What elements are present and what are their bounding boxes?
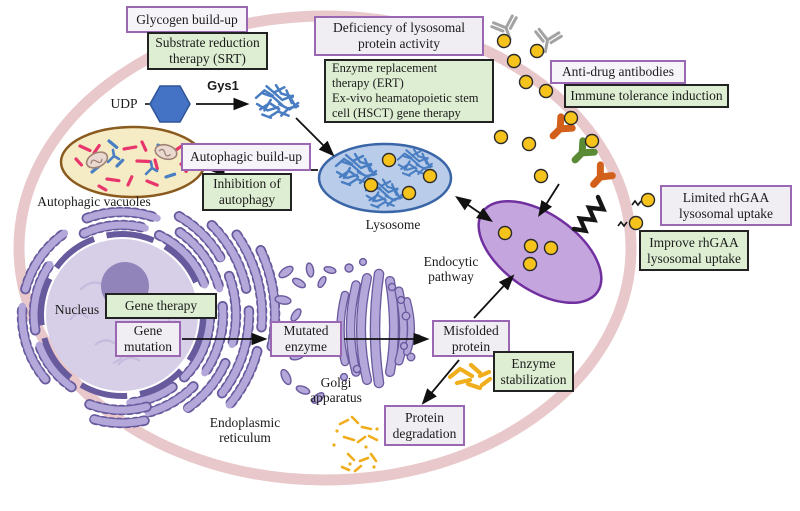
receptor-green-icon — [571, 137, 598, 164]
ert-hsct-box: Enzyme replacement therapy (ERT) Ex-vivo… — [324, 59, 494, 123]
vacuole-contents — [74, 139, 188, 192]
endoplasmic-reticulum-label: Endoplasmic reticulum — [209, 415, 281, 446]
endocytic-vesicle — [477, 199, 603, 305]
autophagic-vacuole — [59, 125, 207, 199]
golgi-apparatus — [274, 257, 422, 404]
glycogen-granules — [363, 152, 438, 201]
srt-box: Substrate reduction therapy (SRT) — [147, 32, 268, 70]
protein-degradation-box: Protein degradation — [384, 405, 465, 446]
mitochondrion-icon — [85, 151, 109, 169]
autophagic-buildup-box: Autophagic build-up — [181, 143, 311, 171]
arrow-lysosome-endocytic — [455, 195, 493, 223]
glycogen-granules — [497, 225, 559, 272]
receptor-orange-icon — [590, 161, 616, 188]
immune-tolerance-box: Immune tolerance induction — [564, 84, 729, 108]
mitochondrion-icon — [154, 143, 178, 161]
arrow-misfolded-to-degradation — [421, 359, 460, 405]
udp-label: UDP — [110, 96, 138, 111]
endoplasmic-reticulum — [16, 206, 281, 429]
receptor-orange-icon — [549, 113, 576, 140]
enzyme-stabilization-box: Enzyme stabilization — [493, 351, 574, 392]
limited-rhgaa-box: Limited rhGAA lysosomal uptake — [660, 185, 792, 226]
glycogen-product — [254, 83, 300, 120]
arrow-misfolded-to-endocytic — [473, 274, 515, 319]
gene-mutation-box: Gene mutation — [115, 321, 181, 357]
golgi-apparatus-label: Golgi apparatus — [310, 375, 362, 406]
membrane-receptors — [549, 113, 642, 234]
endocytic-pathway-label: Endocytic pathway — [423, 254, 479, 285]
misfolded-protein-box: Misfolded protein — [432, 320, 510, 357]
glycogen-buildup-box: Glycogen build-up — [126, 6, 248, 33]
arrow-glycogen-to-lysosome — [295, 117, 335, 157]
misfolded-protein-icon — [447, 362, 493, 391]
improve-rhgaa-box: Improve rhGAA lysosomal uptake — [639, 230, 749, 271]
udp-sugar — [145, 85, 191, 123]
mutated-enzyme-box: Mutated enzyme — [270, 321, 342, 357]
rhgaa-channel-icon — [571, 194, 607, 234]
anti-drug-antibodies-box: Anti-drug antibodies — [550, 60, 686, 84]
deficiency-box: Deficiency of lysosomal protein activity — [314, 16, 484, 56]
hexagon-icon — [149, 85, 191, 123]
arrow-membrane-to-endocytic — [538, 183, 560, 218]
glycogen-granules-extracellular — [493, 33, 656, 231]
inhibition-autophagy-box: Inhibition of autophagy — [202, 173, 292, 211]
nucleus-label: Nucleus — [54, 302, 100, 317]
pathway-arrows — [182, 97, 560, 405]
lysosome — [317, 142, 453, 214]
linker-squiggle — [617, 220, 628, 228]
degraded-protein-icon — [332, 415, 379, 473]
lysosome-label: Lysosome — [365, 217, 421, 232]
gene-therapy-box: Gene therapy — [105, 293, 217, 319]
autophagic-vacuoles-label: Autophagic vacuoles — [37, 194, 151, 209]
gys1-label: Gys1 — [207, 78, 239, 93]
linker-squiggle — [631, 199, 642, 207]
